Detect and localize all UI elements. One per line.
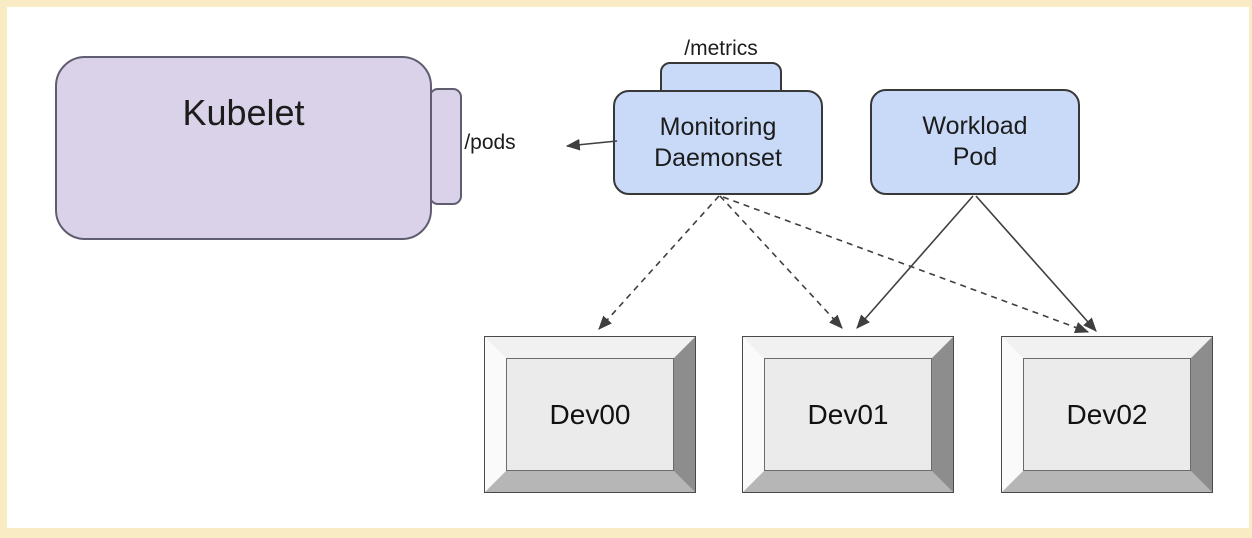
- kubelet-side-tab: [429, 88, 462, 205]
- kubelet-label: Kubelet: [182, 92, 305, 133]
- workload-pod-label: Workload Pod: [922, 112, 1028, 171]
- monitoring-daemonset-node: Monitoring Daemonset: [613, 90, 823, 195]
- metrics-endpoint-label: /metrics: [684, 37, 758, 60]
- pods-endpoint-label: /pods: [464, 131, 516, 154]
- device-node-dev02: Dev02: [1001, 336, 1213, 493]
- kubelet-node: [55, 56, 432, 240]
- device-node-dev01: Dev01: [742, 336, 954, 493]
- device-label: Dev02: [1023, 358, 1191, 471]
- device-node-dev00: Dev00: [484, 336, 696, 493]
- monitoring-daemonset-label: Monitoring Daemonset: [654, 112, 782, 172]
- device-label: Dev01: [764, 358, 932, 471]
- device-label: Dev00: [506, 358, 674, 471]
- workload-pod-node: Workload Pod: [870, 89, 1080, 195]
